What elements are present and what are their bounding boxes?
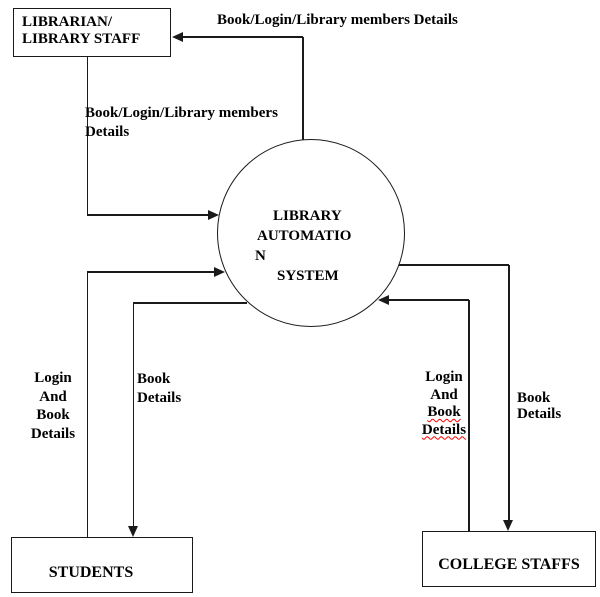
flow-label-staffs-line2: And	[430, 386, 458, 403]
flow-label-students-line4: Details	[30, 425, 76, 442]
flow-label-students-to-system: Login And Book Details	[25, 369, 81, 443]
librarian-entity-box: LIBRARIAN/ LIBRARY STAFF	[13, 8, 171, 57]
flow-label-book-details-right-line2: Details	[517, 406, 562, 422]
flow-system-to-staffs-vline	[508, 265, 510, 521]
flow-label-students-line3: Book	[36, 407, 70, 423]
flow-librarian-to-system-vline	[86, 57, 88, 215]
flow-label-system-to-staffs: Book Details	[517, 390, 561, 422]
process-label-line3: N	[255, 248, 266, 264]
flow-label-book-details-left-line2: Details	[137, 390, 182, 406]
flow-label-system-to-librarian: Book/Login/Library members Details	[217, 12, 458, 28]
arrowhead-into-students-box	[127, 526, 138, 537]
arrowhead-into-librarian-box	[172, 31, 183, 42]
flow-label-librarian-line1: Book/Login/Library members	[85, 105, 278, 121]
librarian-label-line1: LIBRARIAN/	[22, 14, 113, 30]
flow-students-to-system-hline	[87, 271, 214, 273]
process-label-line1: LIBRARY	[273, 208, 342, 224]
process-label-line2: AUTOMATIO	[257, 228, 352, 244]
flow-librarian-to-system-hline	[87, 214, 209, 216]
students-entity-box: STUDENTS	[11, 537, 193, 593]
flow-label-librarian-line2: Details	[85, 124, 130, 140]
flow-system-to-librarian-vline	[302, 37, 304, 140]
library-automation-system-process-circle	[217, 139, 405, 327]
flow-label-system-to-students: Book Details	[137, 370, 181, 408]
flow-label-staffs-to-system: Login And Book Details	[416, 369, 472, 439]
flow-system-to-students-hline	[133, 302, 247, 304]
flow-label-students-line2: And	[39, 388, 67, 405]
college-staffs-entity-box: COLLEGE STAFFS	[422, 531, 596, 587]
flow-system-to-librarian-hline	[183, 36, 303, 38]
flow-staffs-to-system-vline	[468, 300, 470, 531]
flow-system-to-staffs-hline	[399, 264, 509, 266]
arrowhead-into-college-staffs-box	[503, 520, 513, 531]
librarian-label-line2: LIBRARY STAFF	[22, 31, 141, 47]
process-circle-label: LIBRARY AUTOMATIO N SYSTEM	[255, 206, 351, 286]
arrowhead-into-system-from-students	[214, 266, 225, 277]
students-label: STUDENTS	[48, 564, 134, 581]
flow-label-librarian-to-system: Book/Login/Library members Details	[85, 104, 278, 142]
college-staffs-label: COLLEGE STAFFS	[438, 556, 580, 573]
flow-staffs-to-system-hline	[388, 299, 469, 301]
process-label-line4: SYSTEM	[277, 268, 339, 284]
flow-label-students-line1: Login	[34, 370, 72, 386]
flow-label-staffs-line4: Details	[421, 421, 467, 438]
flow-students-to-system-vline	[86, 272, 88, 537]
flow-label-staffs-line1: Login	[425, 369, 463, 385]
arrowhead-into-system-from-staffs	[378, 294, 389, 305]
arrowhead-into-system-from-librarian	[208, 209, 219, 220]
flow-label-staffs-line3: Book	[427, 404, 461, 420]
flow-system-to-students-vline	[132, 303, 134, 528]
flow-label-book-details-left-line1: Book	[137, 371, 171, 387]
flow-label-book-details-right-line1: Book	[517, 390, 551, 406]
